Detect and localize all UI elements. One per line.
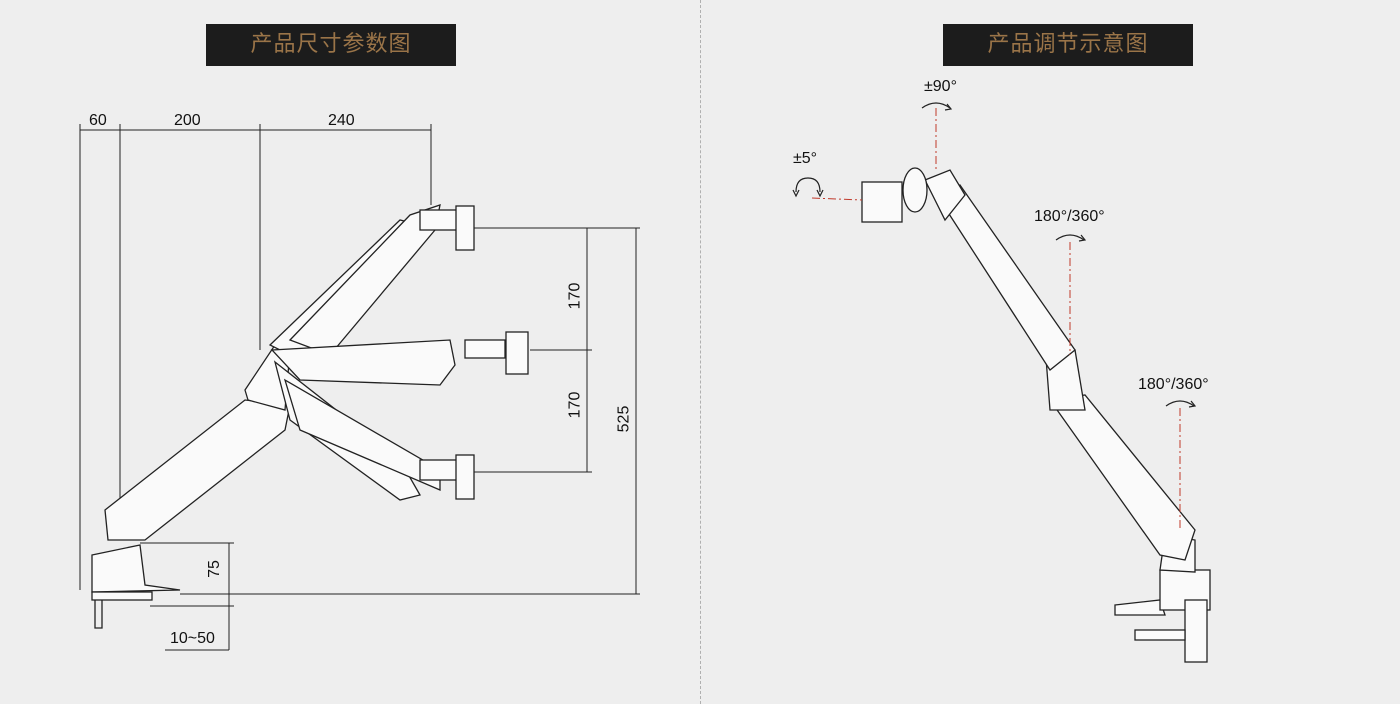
rotation-axis-lines xyxy=(811,108,1181,530)
angle-rotate: ±90° xyxy=(924,78,957,95)
angle-swivel-lower: 180°/360° xyxy=(1138,376,1209,393)
dimension-170-bottom: 170 xyxy=(566,391,584,419)
dimension-75: 75 xyxy=(205,560,223,578)
angle-swivel-upper: 180°/360° xyxy=(1034,208,1105,225)
adjustment-diagram-title: 产品调节示意图 xyxy=(943,24,1193,66)
rotation-arrow-icons xyxy=(792,102,1197,408)
angle-tilt: ±5° xyxy=(793,150,818,167)
monitor-arm-adjustment-drawing xyxy=(861,167,1211,663)
dimension-170-top: 170 xyxy=(566,282,584,310)
dimension-240: 240 xyxy=(328,112,355,129)
dimension-clamp-range: 10~50 xyxy=(170,630,215,647)
dimension-525: 525 xyxy=(615,405,633,433)
dimension-diagram-title: 产品尺寸参数图 xyxy=(206,24,456,66)
dimension-lines xyxy=(79,124,640,651)
monitor-arm-dimension-drawing xyxy=(91,204,529,629)
dimension-200: 200 xyxy=(174,112,201,129)
panel-divider xyxy=(700,0,701,704)
dimension-60: 60 xyxy=(89,112,107,129)
